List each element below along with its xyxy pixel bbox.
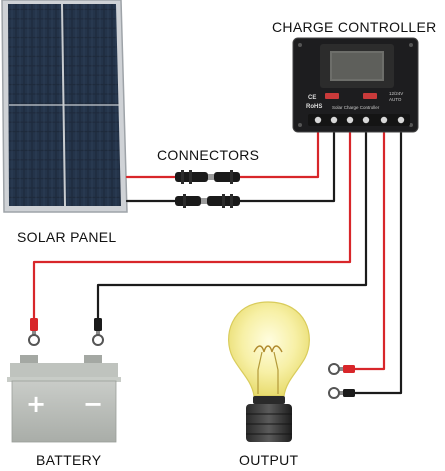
battery-black-ring-terminal xyxy=(92,318,104,346)
battery-red-wire xyxy=(32,130,352,320)
load-black-ring-terminal xyxy=(328,387,355,399)
wires xyxy=(32,130,403,395)
mc4-connector-black xyxy=(175,194,240,208)
output-label: OUTPUT xyxy=(239,452,299,468)
controller-terminals xyxy=(314,116,405,124)
controller-button-left xyxy=(325,93,339,99)
light-bulb xyxy=(228,301,310,442)
battery-minus-symbol: − xyxy=(83,390,103,418)
battery-black-wire xyxy=(96,130,368,320)
charge-controller: CE RoHS 12/24V AUTO Solar Charge Control… xyxy=(292,37,419,133)
controller-model: Solar Charge Controller xyxy=(332,105,380,110)
controller-button-right xyxy=(363,93,377,99)
controller-mode: AUTO xyxy=(389,97,402,102)
controller-voltage: 12/24V xyxy=(389,91,403,96)
mc4-connector-red xyxy=(175,170,240,184)
solar-panel-label: SOLAR PANEL xyxy=(17,229,117,245)
load-red-wire xyxy=(353,130,386,371)
rohs-mark: RoHS xyxy=(306,104,322,110)
ce-mark: CE xyxy=(308,95,316,101)
pv-black-wire xyxy=(238,130,336,203)
charge-controller-label: CHARGE CONTROLLER xyxy=(272,19,437,35)
battery-red-ring-terminal xyxy=(28,318,40,346)
battery: + − xyxy=(7,355,121,443)
battery-label: BATTERY xyxy=(36,452,102,468)
load-black-wire xyxy=(353,130,403,395)
battery-plus-symbol: + xyxy=(26,390,46,418)
connectors-label: CONNECTORS xyxy=(157,147,260,163)
solar-panel xyxy=(1,0,128,213)
pv-red-wire xyxy=(238,130,320,179)
load-red-ring-terminal xyxy=(328,363,355,375)
